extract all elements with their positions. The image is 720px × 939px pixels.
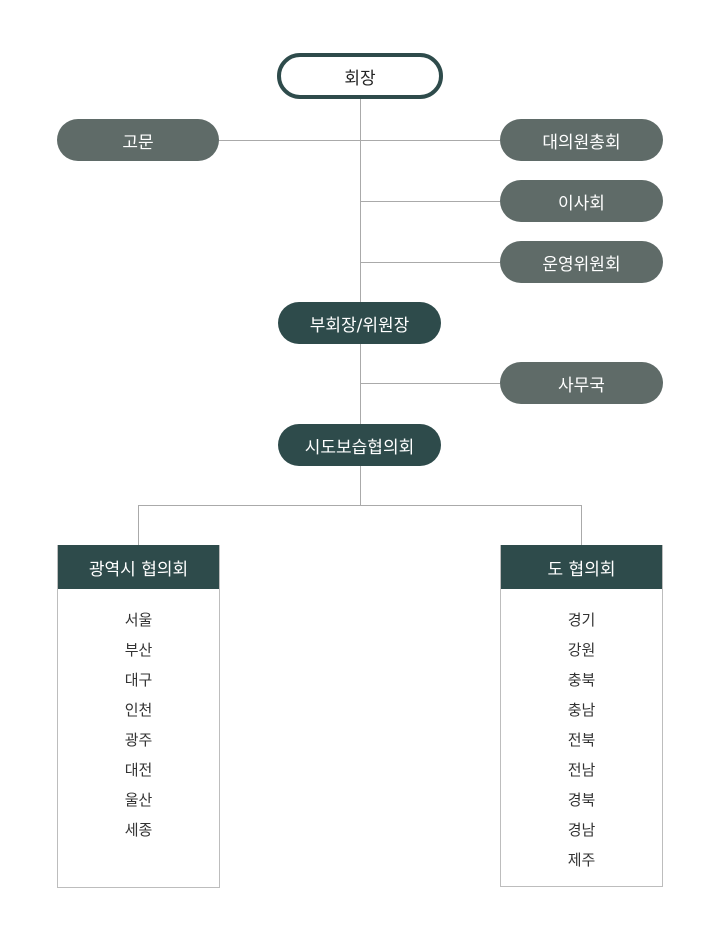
list-item: 경남 (567, 821, 596, 839)
province-council-box: 도 협의회 경기 강원 충북 충남 전북 전남 경북 경남 제주 (500, 545, 663, 887)
advisor-node: 고문 (57, 119, 219, 161)
list-item: 대구 (124, 671, 153, 689)
province-council-list: 경기 강원 충북 충남 전북 전남 경북 경남 제주 (501, 589, 662, 875)
list-item: 대전 (124, 761, 153, 779)
board-node: 이사회 (500, 180, 663, 222)
steering-committee-node: 운영위원회 (500, 241, 663, 283)
secretariat-node: 사무국 (500, 362, 663, 404)
list-item: 인천 (124, 701, 153, 719)
list-item: 경북 (567, 791, 596, 809)
metro-council-title: 광역시 협의회 (58, 545, 219, 589)
president-node: 회장 (277, 53, 443, 99)
list-item: 울산 (124, 791, 153, 809)
list-item: 광주 (124, 731, 153, 749)
list-item: 강원 (567, 641, 596, 659)
list-item: 제주 (567, 851, 596, 869)
council-node: 시도보습협의회 (278, 424, 441, 466)
vice-president-node: 부회장/위원장 (278, 302, 441, 344)
list-item: 세종 (124, 821, 153, 839)
list-item: 경기 (567, 611, 596, 629)
list-item: 서울 (124, 611, 153, 629)
list-item: 부산 (124, 641, 153, 659)
province-council-title: 도 협의회 (501, 545, 662, 589)
list-item: 충북 (567, 671, 596, 689)
list-item: 충남 (567, 701, 596, 719)
delegates-assembly-node: 대의원총회 (500, 119, 663, 161)
metro-council-box: 광역시 협의회 서울 부산 대구 인천 광주 대전 울산 세종 (57, 545, 220, 888)
metro-council-list: 서울 부산 대구 인천 광주 대전 울산 세종 (58, 589, 219, 845)
list-item: 전북 (567, 731, 596, 749)
list-item: 전남 (567, 761, 596, 779)
